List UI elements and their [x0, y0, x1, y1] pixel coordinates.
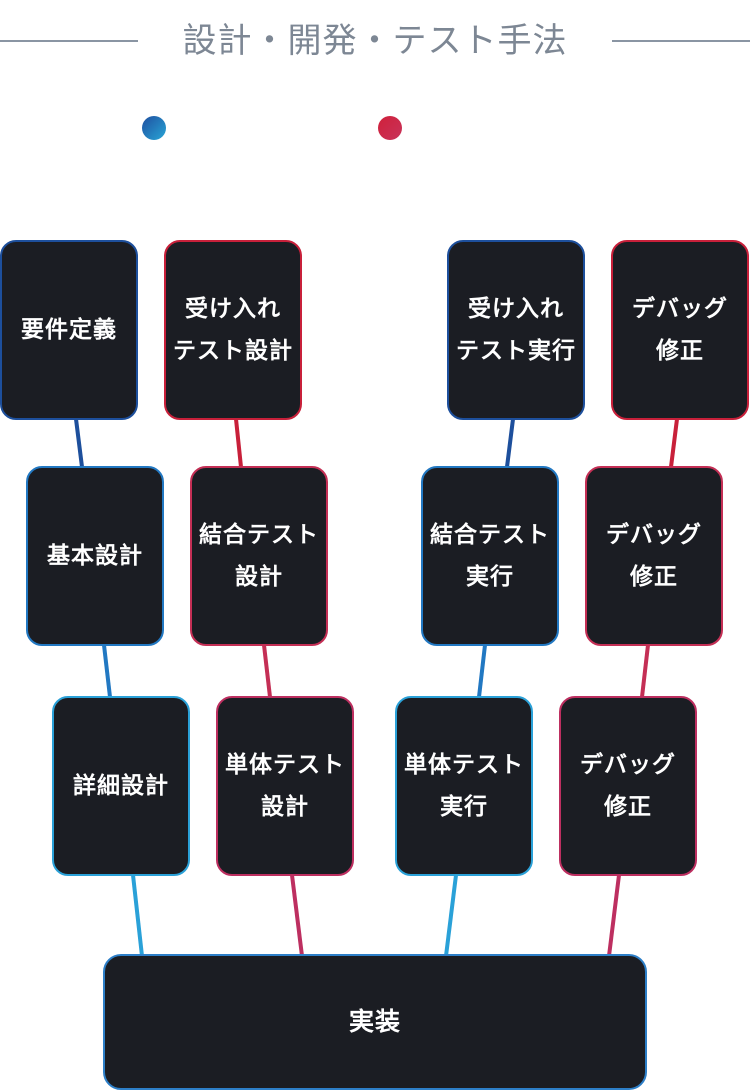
node-label: デバッグ 修正: [606, 522, 702, 590]
node-label: 実装: [348, 1007, 401, 1036]
node-label: デバッグ 修正: [580, 752, 676, 820]
node-label: デバッグ 修正: [632, 296, 728, 364]
node-unit-test-execution: 単体テスト 実行: [395, 696, 533, 876]
node-label: 基本設計: [47, 543, 143, 569]
link-intdesign-unitdesign: [262, 644, 272, 698]
link-req-basic: [74, 418, 84, 468]
node-debug-fix-1: デバッグ 修正: [611, 240, 749, 420]
node-label: 結合テスト 実行: [430, 522, 550, 590]
link-intexec-unitexec: [477, 644, 487, 698]
page-title: 設計・開発・テスト手法: [182, 21, 568, 61]
node-detail-design: 詳細設計: [52, 696, 190, 876]
link-basic-detail: [102, 644, 112, 698]
title-rule-left: [0, 40, 138, 42]
node-label: 詳細設計: [73, 773, 169, 799]
node-label: 要件定義: [21, 317, 117, 343]
title-row: 設計・開発・テスト手法: [0, 0, 750, 84]
node-integration-test-design: 結合テスト 設計: [190, 466, 328, 646]
node-implementation: 実装: [103, 954, 647, 1090]
link-detail-impl: [131, 874, 144, 957]
link-debug1-debug2: [669, 418, 679, 468]
link-accexec-intexec: [505, 418, 515, 468]
link-debug2-debug3: [640, 644, 650, 698]
link-accdesign-intdesign: [234, 418, 243, 468]
legend-dot-blue: [142, 116, 166, 140]
node-basic-design: 基本設計: [26, 466, 164, 646]
node-label: 単体テスト 設計: [225, 752, 345, 820]
legend-dot-red: [378, 116, 402, 140]
node-acceptance-test-execution: 受け入れ テスト実行: [447, 240, 585, 420]
node-label: 受け入れ テスト実行: [456, 296, 576, 364]
node-debug-fix-3: デバッグ 修正: [559, 696, 697, 876]
node-unit-test-design: 単体テスト 設計: [216, 696, 354, 876]
node-label: 結合テスト 設計: [199, 522, 319, 590]
node-label: 受け入れ テスト設計: [173, 296, 293, 364]
node-debug-fix-2: デバッグ 修正: [585, 466, 723, 646]
link-unitdesign-impl: [290, 874, 304, 957]
node-label: 単体テスト 実行: [404, 752, 524, 820]
node-acceptance-test-design: 受け入れ テスト設計: [164, 240, 302, 420]
node-integration-test-execution: 結合テスト 実行: [421, 466, 559, 646]
link-debug3-impl: [607, 874, 621, 957]
title-rule-right: [612, 40, 750, 42]
node-requirements: 要件定義: [0, 240, 138, 420]
link-unitexec-impl: [444, 874, 458, 957]
